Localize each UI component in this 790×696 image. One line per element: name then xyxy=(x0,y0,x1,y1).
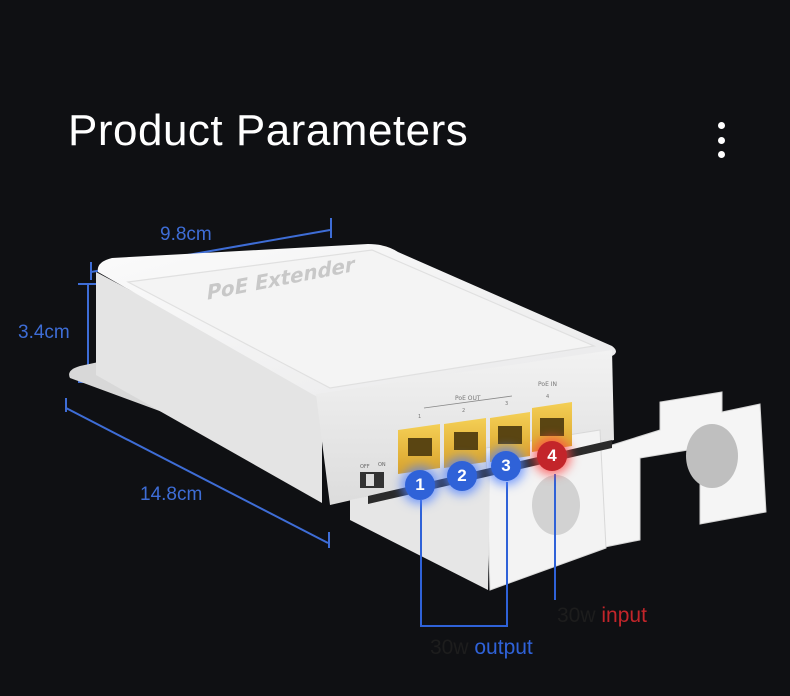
output-callout-label: 30w output xyxy=(430,636,533,660)
port-3-opening xyxy=(498,426,522,444)
menu-dot xyxy=(717,136,725,144)
port-badge-3: 3 xyxy=(491,451,521,481)
port-small-number: 1 xyxy=(418,414,421,420)
width-dimension-label: 9.8cm xyxy=(160,224,212,245)
port-small-number: 4 xyxy=(546,394,549,400)
poe-out-label: PoE OUT xyxy=(455,395,481,402)
page-title: Product Parameters xyxy=(68,106,469,155)
output-bracket-line xyxy=(420,482,508,627)
menu-dot xyxy=(717,151,725,158)
mount-bracket-right xyxy=(595,391,767,549)
port-badge-1: 1 xyxy=(405,470,435,500)
port-2-opening xyxy=(454,432,478,450)
input-power: 30w xyxy=(557,604,596,627)
menu-dot xyxy=(717,122,725,129)
length-dimension-label: 14.8cm xyxy=(140,484,203,505)
device-side xyxy=(96,272,322,503)
port-4-opening xyxy=(540,418,564,436)
bracket-hole xyxy=(686,424,738,488)
rj45-ports xyxy=(398,402,572,474)
device-lid xyxy=(126,249,597,389)
more-vert-icon[interactable] xyxy=(710,122,732,158)
port-badge-2: 2 xyxy=(447,461,477,491)
output-power: 30w xyxy=(430,636,469,659)
port-badge-4: 4 xyxy=(537,441,567,471)
switch-on-label: ON xyxy=(378,462,386,468)
switch-off-label: OFF xyxy=(360,464,370,470)
port-1-opening xyxy=(408,438,432,456)
port-small-number: 2 xyxy=(462,408,465,414)
input-callout-label: 30w input xyxy=(557,604,647,628)
input-word: input xyxy=(601,604,647,627)
callout-lines xyxy=(420,474,556,627)
output-word: output xyxy=(474,636,533,659)
port-small-number: 3 xyxy=(505,401,508,407)
poe-in-label: PoE IN xyxy=(538,381,557,388)
length-dimension-line xyxy=(65,407,329,544)
height-dimension-label: 3.4cm xyxy=(18,322,70,343)
